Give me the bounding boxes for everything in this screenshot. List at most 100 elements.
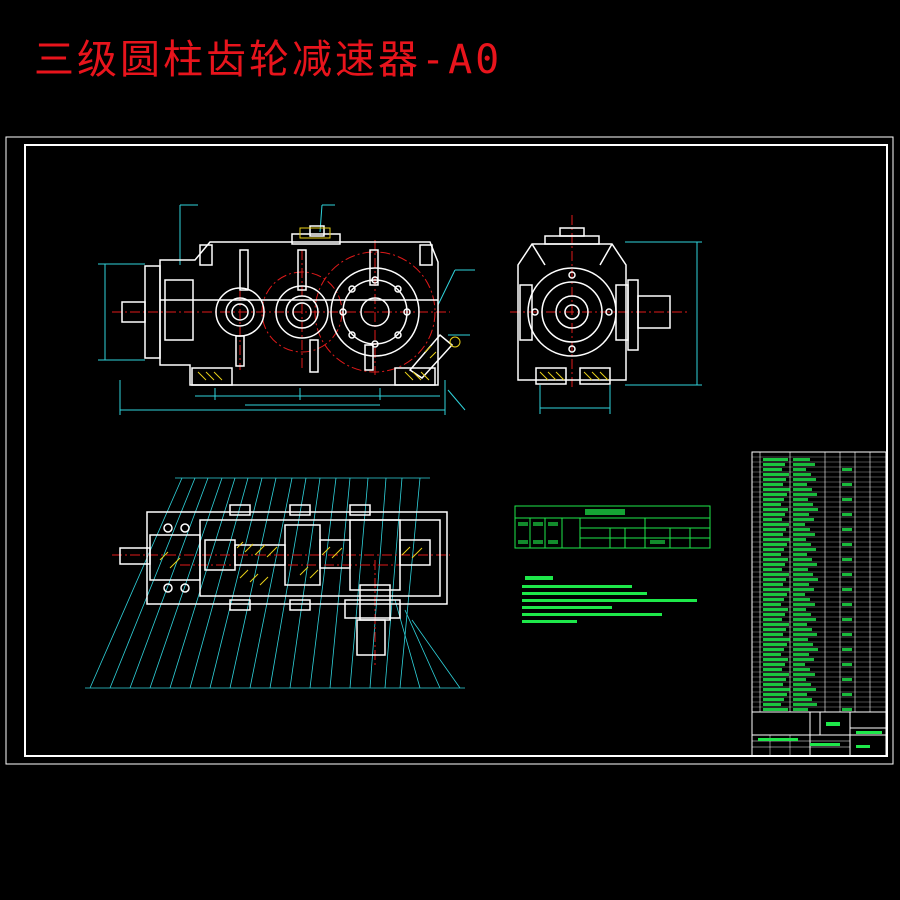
parts-list-row-text: [763, 593, 787, 596]
parts-list-row-text: [763, 678, 786, 681]
parts-list-row-text: [763, 663, 785, 666]
parts-list-row-text: [763, 543, 787, 546]
section-view-centerlines: [112, 554, 450, 665]
parts-list-row-text: [763, 658, 788, 661]
parts-list-row-text: [793, 518, 814, 521]
parts-list-row-text: [763, 458, 788, 461]
parts-list-row-text: [793, 478, 816, 481]
section-view-leaders: [85, 477, 465, 689]
parts-list-row-text: [793, 633, 817, 636]
parts-list-row-text: [763, 673, 789, 676]
page-title: 三级圆柱齿轮减速器-A0: [34, 37, 503, 83]
front-view-housing: [121, 225, 454, 386]
parts-list-row-text: [793, 673, 815, 676]
parts-list-row-text: [842, 708, 852, 711]
parts-list-row-text: [793, 548, 816, 551]
front-view-dimensions: [98, 204, 475, 415]
parts-list-row-text: [793, 678, 806, 681]
parts-list-row-text: [763, 693, 787, 696]
parts-list-row-text: [763, 468, 782, 471]
parts-list-row-text: [842, 498, 852, 501]
parts-list-row-text: [793, 658, 814, 661]
parts-list-row-text: [763, 563, 785, 566]
parts-list-row-text: [793, 538, 806, 541]
parts-list-rows: [752, 456, 886, 711]
parts-list-row-text: [793, 608, 806, 611]
parts-list-row-text: [793, 668, 810, 671]
parts-list-row-text: [842, 678, 852, 681]
parts-list: [751, 451, 887, 713]
parts-list-row-text: [793, 698, 812, 701]
parts-list-row-text: [763, 688, 790, 691]
parts-list-row-text: [793, 613, 811, 616]
side-view-centerlines: [510, 215, 690, 390]
parts-list-row-text: [763, 633, 783, 636]
parts-list-row-text: [763, 613, 785, 616]
parts-list-row-text: [842, 543, 852, 546]
parts-list-row-text: [793, 598, 810, 601]
parts-list-row-text: [793, 553, 807, 556]
parts-list-row-text: [763, 608, 788, 611]
parts-list-row-text: [793, 708, 808, 711]
parts-list-row-text: [763, 483, 783, 486]
front-view-hatching: [197, 227, 461, 381]
parts-list-row-text: [763, 473, 789, 476]
parts-list-row-text: [793, 468, 806, 471]
parts-list-row-text: [793, 593, 805, 596]
side-view-dimensions: [539, 241, 702, 414]
parts-list-row-text: [793, 578, 818, 581]
parts-list-row-text: [842, 633, 852, 636]
parts-list-row-text: [793, 583, 809, 586]
parts-list-row-text: [793, 648, 818, 651]
side-view-housing: [517, 227, 671, 385]
parts-list-row-text: [763, 628, 786, 631]
parts-list-row-text: [763, 653, 781, 656]
parts-list-row-text: [763, 538, 790, 541]
parts-list-row-text: [763, 573, 789, 576]
parts-list-row-text: [763, 603, 781, 606]
parts-list-row-text: [793, 588, 814, 591]
parts-list-row-text: [842, 588, 852, 591]
parts-list-row-text: [793, 483, 807, 486]
parts-list-row-text: [793, 498, 808, 501]
parts-list-row-text: [763, 568, 782, 571]
parts-list-row-text: [793, 618, 816, 621]
parts-list-row-text: [793, 558, 812, 561]
parts-list-row-text: [842, 603, 852, 606]
parts-list-row-text: [763, 513, 785, 516]
section-view-housing: [119, 504, 448, 656]
parts-list-row-text: [793, 463, 815, 466]
parts-list-row-text: [763, 683, 783, 686]
parts-list-row-text: [793, 543, 811, 546]
parts-list-row-text: [793, 493, 817, 496]
parts-list-row-text: [793, 568, 808, 571]
parts-list-row-text: [763, 553, 781, 556]
parts-list-row-text: [763, 598, 784, 601]
parts-list-row-text: [763, 523, 789, 526]
parts-list-row-text: [842, 573, 852, 576]
parts-list-row-text: [793, 573, 813, 576]
parts-list-row-text: [763, 528, 786, 531]
parts-list-row-text: [763, 623, 789, 626]
parts-list-row-text: [763, 588, 790, 591]
parts-list-row-text: [842, 558, 852, 561]
parts-list-row-text: [763, 698, 784, 701]
side-view: [510, 215, 702, 414]
parts-list-row-text: [793, 683, 811, 686]
parts-list-row-text: [763, 533, 783, 536]
parts-list-row-text: [763, 518, 782, 521]
parts-list-row-text: [763, 578, 786, 581]
parts-list-row-text: [842, 663, 852, 666]
parts-list-row-text: [763, 478, 786, 481]
parts-list-row-text: [793, 653, 809, 656]
parts-list-row-text: [763, 708, 788, 711]
parts-list-row-text: [842, 648, 852, 651]
parts-list-row-text: [793, 663, 805, 666]
parts-list-row-text: [793, 703, 817, 706]
parts-list-row-text: [763, 498, 784, 501]
parts-list-row-text: [793, 628, 812, 631]
parts-list-row-text: [793, 533, 815, 536]
side-view-hatching: [539, 371, 609, 381]
technical-notes: [522, 576, 697, 623]
parts-list-row-text: [763, 643, 787, 646]
